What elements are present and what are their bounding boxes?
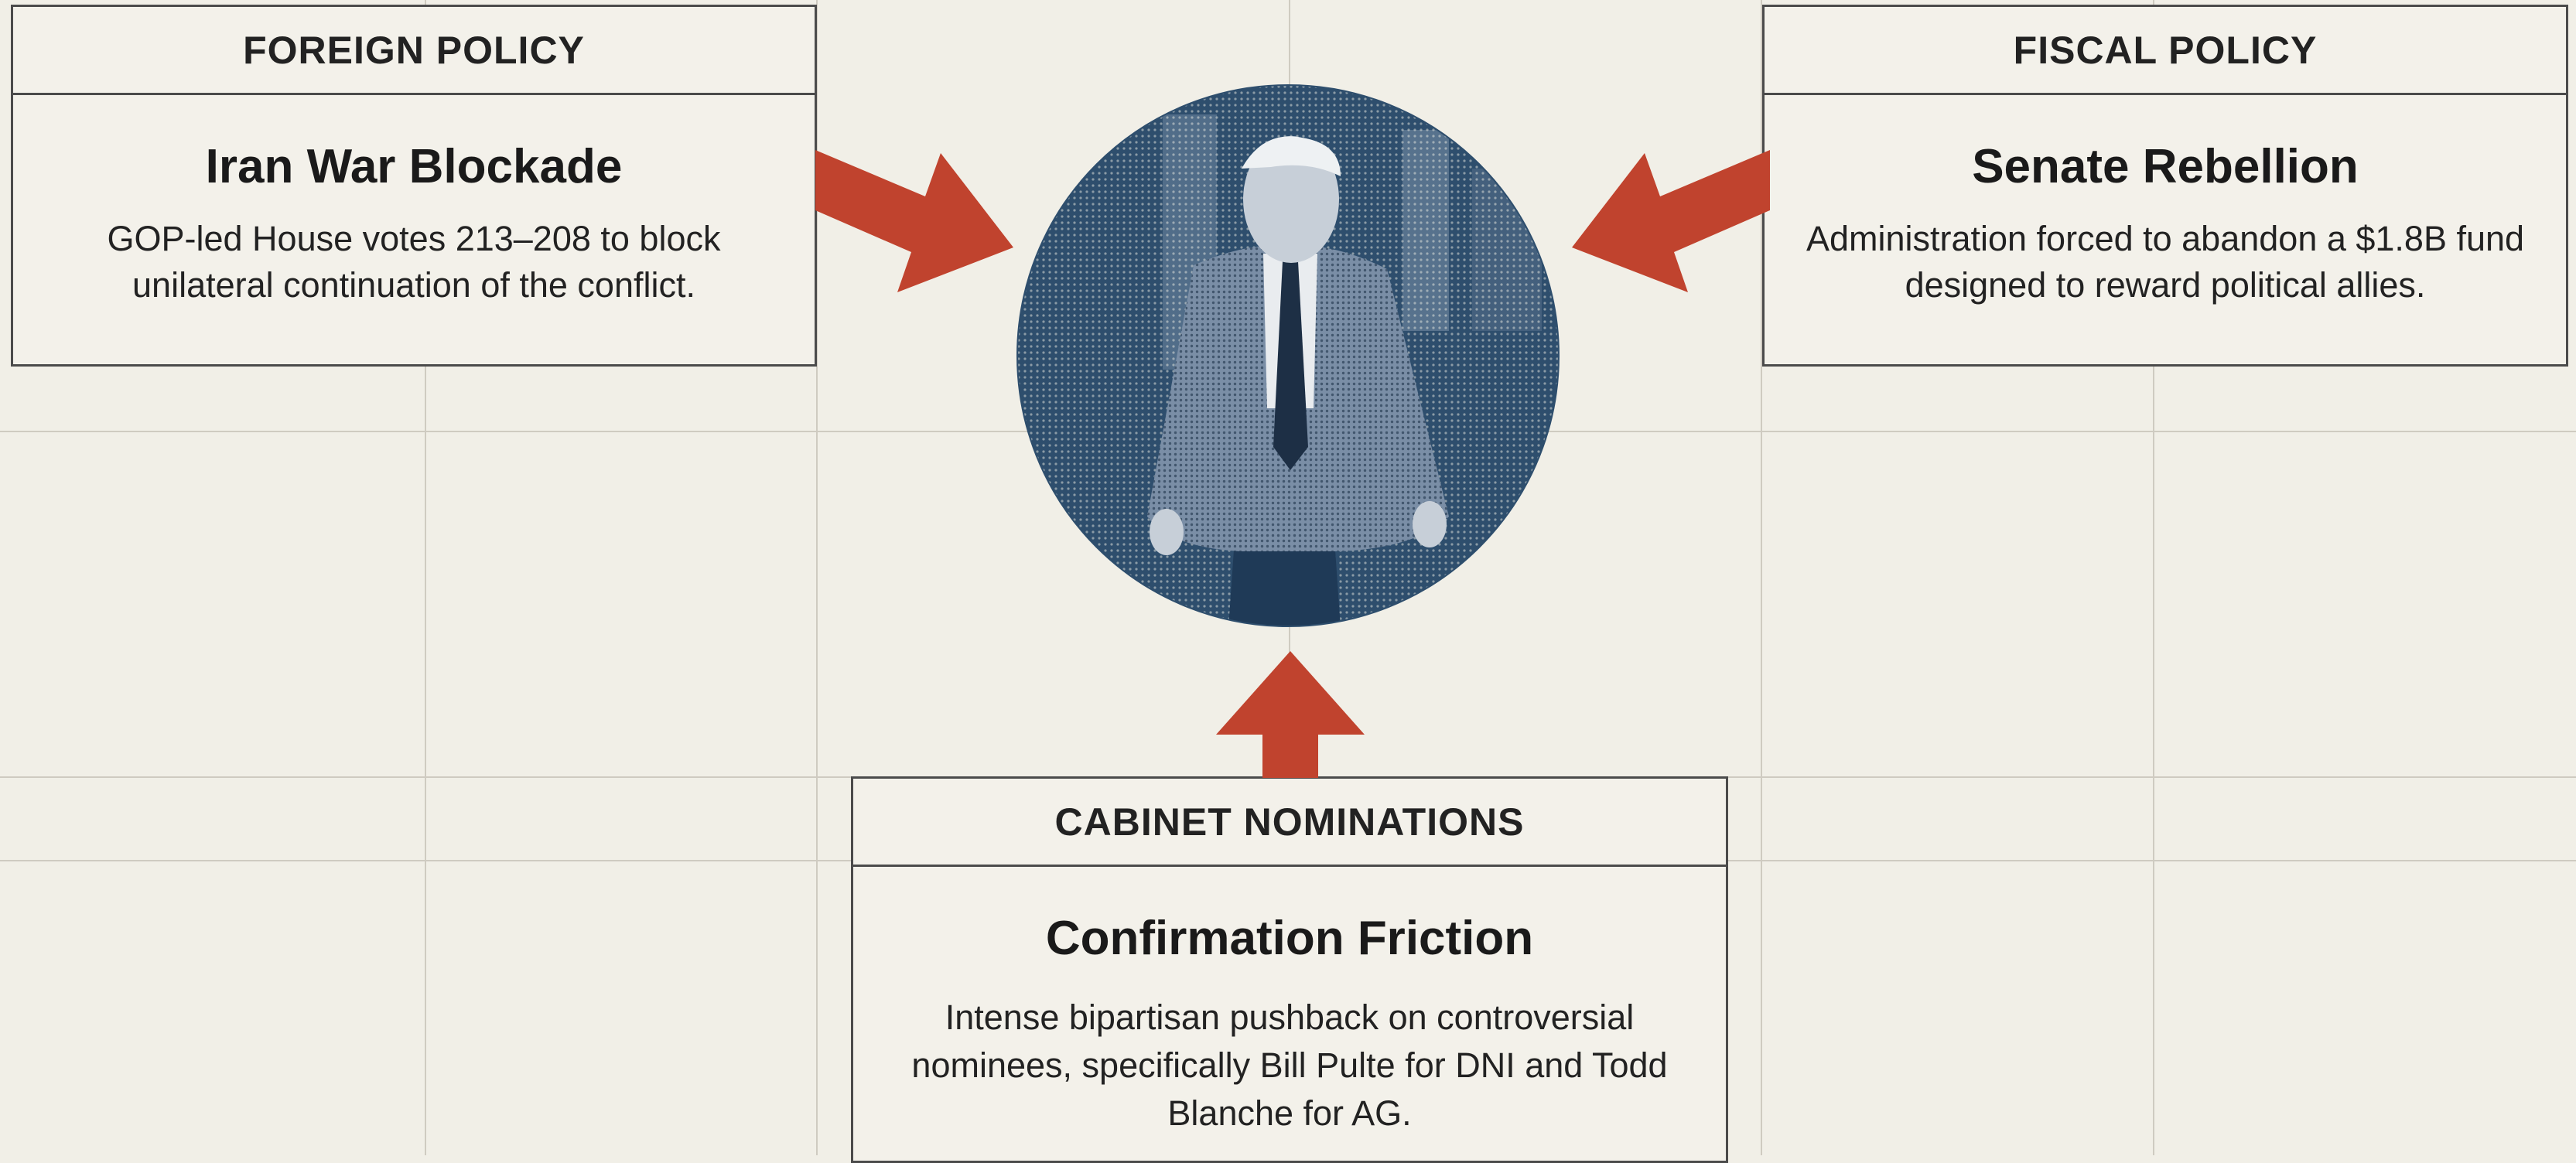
card-description: Administration forced to abandon a $1.8B… <box>1806 219 2525 305</box>
card-category: FOREIGN POLICY <box>13 7 815 95</box>
cabinet-nominations-card: CABINET NOMINATIONS Confirmation Frictio… <box>851 776 1728 1163</box>
card-title: Senate Rebellion <box>1972 140 2359 193</box>
grid-line <box>1761 0 1762 1155</box>
grid-line <box>816 0 818 1155</box>
card-category: CABINET NOMINATIONS <box>853 779 1726 867</box>
card-title: Iran War Blockade <box>205 140 623 193</box>
person-portrait-icon <box>1016 84 1560 627</box>
card-title: Confirmation Friction <box>1045 912 1534 965</box>
arrow-icon <box>1216 651 1365 778</box>
grid-line <box>425 0 426 1155</box>
fiscal-policy-card: FISCAL POLICY Senate Rebellion Administr… <box>1762 5 2568 367</box>
card-description: Intense bipartisan pushback on controver… <box>911 998 1668 1133</box>
card-description: GOP-led House votes 213–208 to block uni… <box>107 219 721 305</box>
card-category: FISCAL POLICY <box>1765 7 2566 95</box>
foreign-policy-card: FOREIGN POLICY Iran War Blockade GOP-led… <box>11 5 817 367</box>
grid-line <box>2153 0 2154 1155</box>
arrow-icon <box>815 150 1013 292</box>
arrow-icon <box>1572 150 1770 292</box>
